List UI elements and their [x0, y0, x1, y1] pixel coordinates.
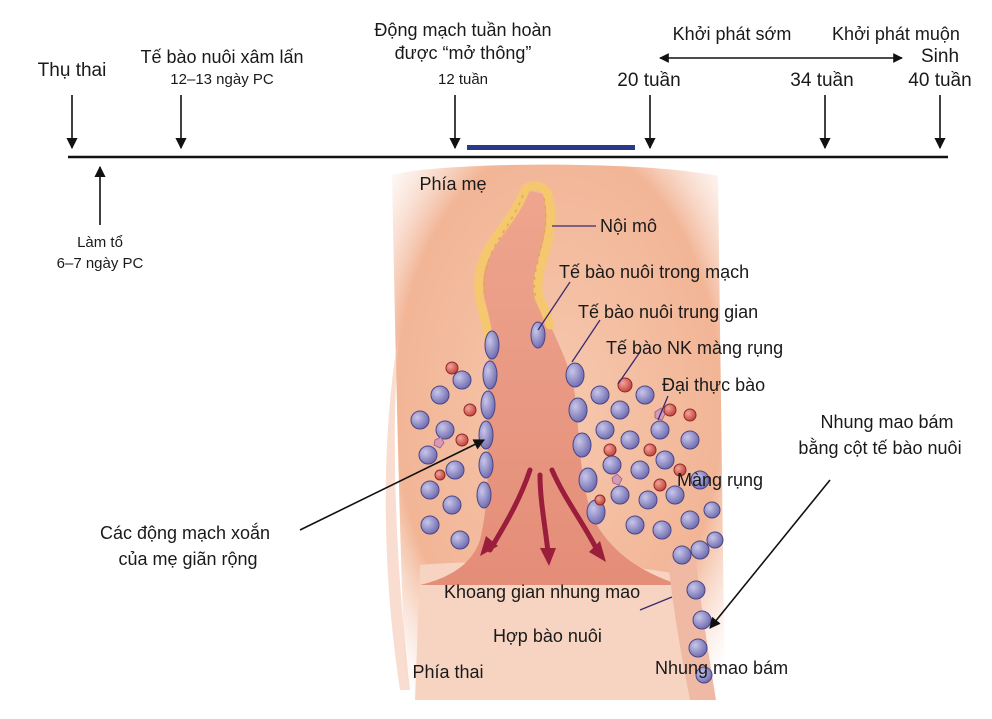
anchoring-column-label-2: bằng cột tế bào nuôi — [798, 438, 962, 458]
endothelium — [474, 185, 556, 350]
syncytiotrophoblast-label: Hợp bào nuôi — [493, 626, 602, 646]
decidua-label: Màng rụng — [677, 470, 764, 490]
week40-label: 40 tuần — [908, 70, 972, 91]
macrophage-label: Đại thực bào — [662, 375, 766, 395]
birth-label: Sinh — [920, 46, 960, 67]
early-onset-label: Khởi phát sớm — [672, 24, 792, 44]
maternal-side-label: Phía mẹ — [419, 174, 487, 194]
late-onset-label: Khởi phát muộn — [832, 24, 960, 44]
open-title-2: được “mở thông” — [394, 43, 532, 63]
decidual-nk-label: Tế bào NK màng rụng — [606, 338, 784, 358]
conception-label: Thụ thai — [37, 60, 107, 81]
timeline — [66, 53, 948, 225]
invasion-title: Tế bào nuôi xâm lấn — [140, 47, 304, 67]
open-title-1: Động mạch tuần hoàn — [374, 20, 552, 40]
invasion-time: 12–13 ngày PC — [170, 71, 274, 88]
intervillous-space-label: Khoang gian nhung mao — [444, 582, 641, 602]
week34-label: 34 tuần — [790, 70, 854, 91]
open-period-bar — [467, 145, 635, 150]
nk-cells — [434, 361, 697, 506]
blood-flow-arrows — [487, 467, 601, 555]
anchoring-villus-label: Nhung mao bám — [655, 658, 789, 678]
spiral-artery-label-1: Các động mạch xoắn — [99, 523, 271, 543]
open-time: 12 tuần — [437, 71, 489, 88]
week20-label: 20 tuần — [617, 70, 681, 91]
anchoring-column-label-1: Nhung mao bám — [820, 412, 954, 432]
spiral-artery-label-2: của mẹ giãn rộng — [118, 549, 258, 569]
anchoring-villus-strip — [668, 560, 716, 700]
macrophages — [433, 407, 666, 486]
implant-time: 6–7 ngày PC — [56, 255, 144, 272]
interstitial-trophoblast-label: Tế bào nuôi trung gian — [578, 302, 759, 322]
implant-title: Làm tổ — [77, 234, 123, 251]
trophoblast-cells — [410, 321, 724, 684]
spiral-artery — [420, 190, 680, 585]
intervillous-space — [415, 562, 690, 700]
endothelium-label: Nội mô — [600, 216, 658, 236]
endovascular-trophoblast-label: Tế bào nuôi trong mạch — [559, 262, 750, 282]
fetal-side-label: Phía thai — [412, 662, 484, 682]
leader-lines — [537, 225, 673, 611]
